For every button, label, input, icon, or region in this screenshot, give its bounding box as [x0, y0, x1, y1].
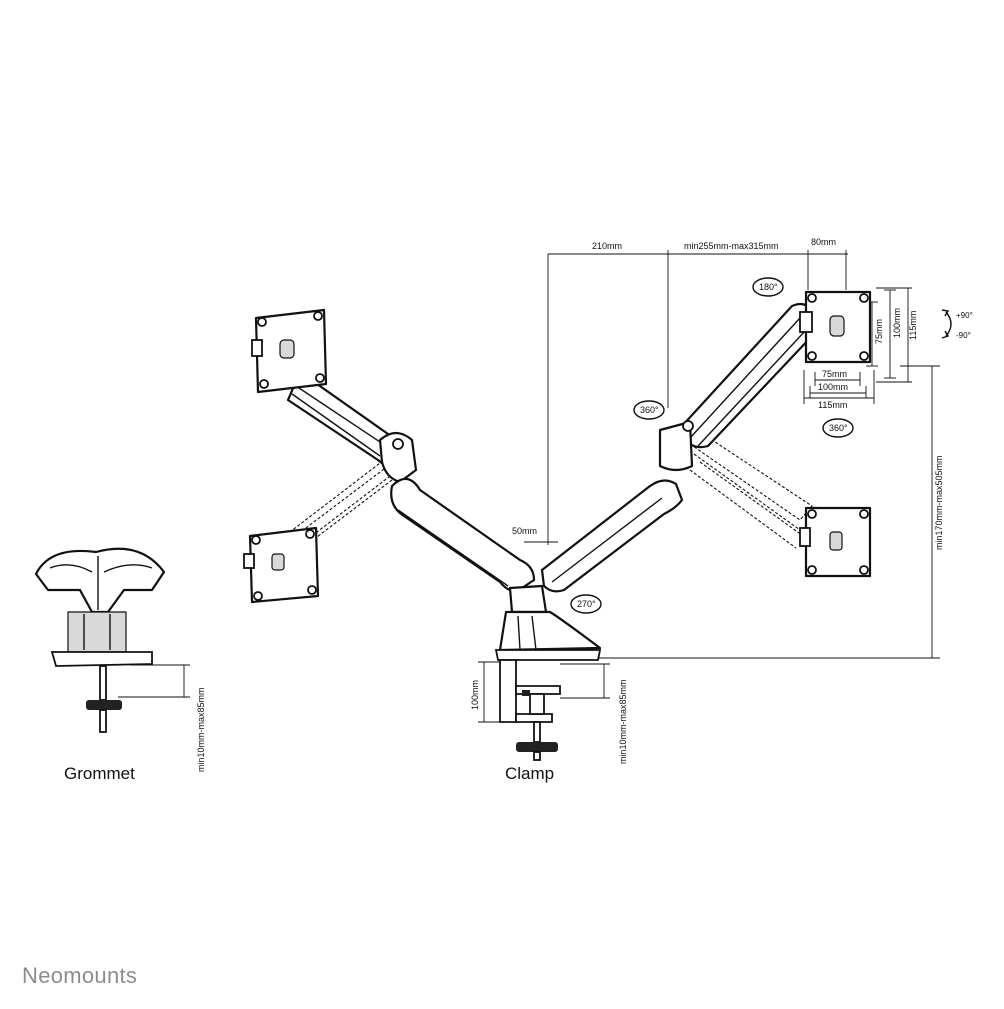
rotation-labels: 180° 360° 360° 270°	[577, 282, 848, 609]
label-vesa-115-horizontal: 115mm	[818, 400, 847, 410]
grommet-mount	[34, 547, 166, 733]
label-vesa-80: 80mm	[811, 237, 836, 247]
label-vesa-75-vertical: 75mm	[874, 319, 884, 344]
label-clamp-desk-thickness: min10mm-max85mm	[618, 679, 628, 764]
label-clamp-100: 100mm	[470, 680, 480, 710]
label-rotate-180: 180°	[759, 282, 778, 292]
label-vesa-100-vertical: 100mm	[892, 308, 902, 338]
label-vesa-115-vertical: 115mm	[908, 311, 918, 340]
right-arm	[540, 302, 814, 593]
label-tilt-down: -90°	[956, 331, 971, 340]
dimension-lines	[118, 250, 940, 723]
label-rotate-270: 270°	[577, 599, 596, 609]
label-arm-extension: min255mm-max315mm	[684, 241, 779, 251]
label-tilt-up: +90°	[956, 311, 973, 320]
caption-grommet: Grommet	[64, 764, 135, 783]
brand-logo-text: Neomounts	[22, 963, 137, 988]
tilt-arrow	[941, 309, 952, 339]
label-vesa-100-horizontal: 100mm	[818, 382, 848, 392]
left-vesa-plate-upper	[251, 308, 328, 394]
right-vesa-plate-upper	[799, 290, 872, 364]
center-pole-clamp	[494, 584, 602, 761]
dimension-labels: 210mm min255mm-max315mm 80mm 75mm 100mm …	[196, 237, 973, 772]
label-offset-50: 50mm	[512, 526, 537, 536]
left-vesa-plate-lower	[243, 526, 320, 604]
caption-clamp: Clamp	[505, 764, 554, 783]
label-vesa-75-horizontal: 75mm	[822, 369, 847, 379]
label-rotate-360-vesa: 360°	[829, 423, 848, 433]
captions: Grommet Clamp Neomounts	[22, 764, 554, 988]
label-height-range: min170mm-max505mm	[934, 455, 944, 550]
label-grommet-desk-thickness: min10mm-max85mm	[196, 687, 206, 772]
label-arm-210: 210mm	[592, 241, 622, 251]
label-rotate-360-arm: 360°	[640, 405, 659, 415]
right-vesa-plate-lower	[799, 506, 872, 578]
rotation-badges	[570, 277, 854, 614]
left-arm	[285, 370, 536, 594]
